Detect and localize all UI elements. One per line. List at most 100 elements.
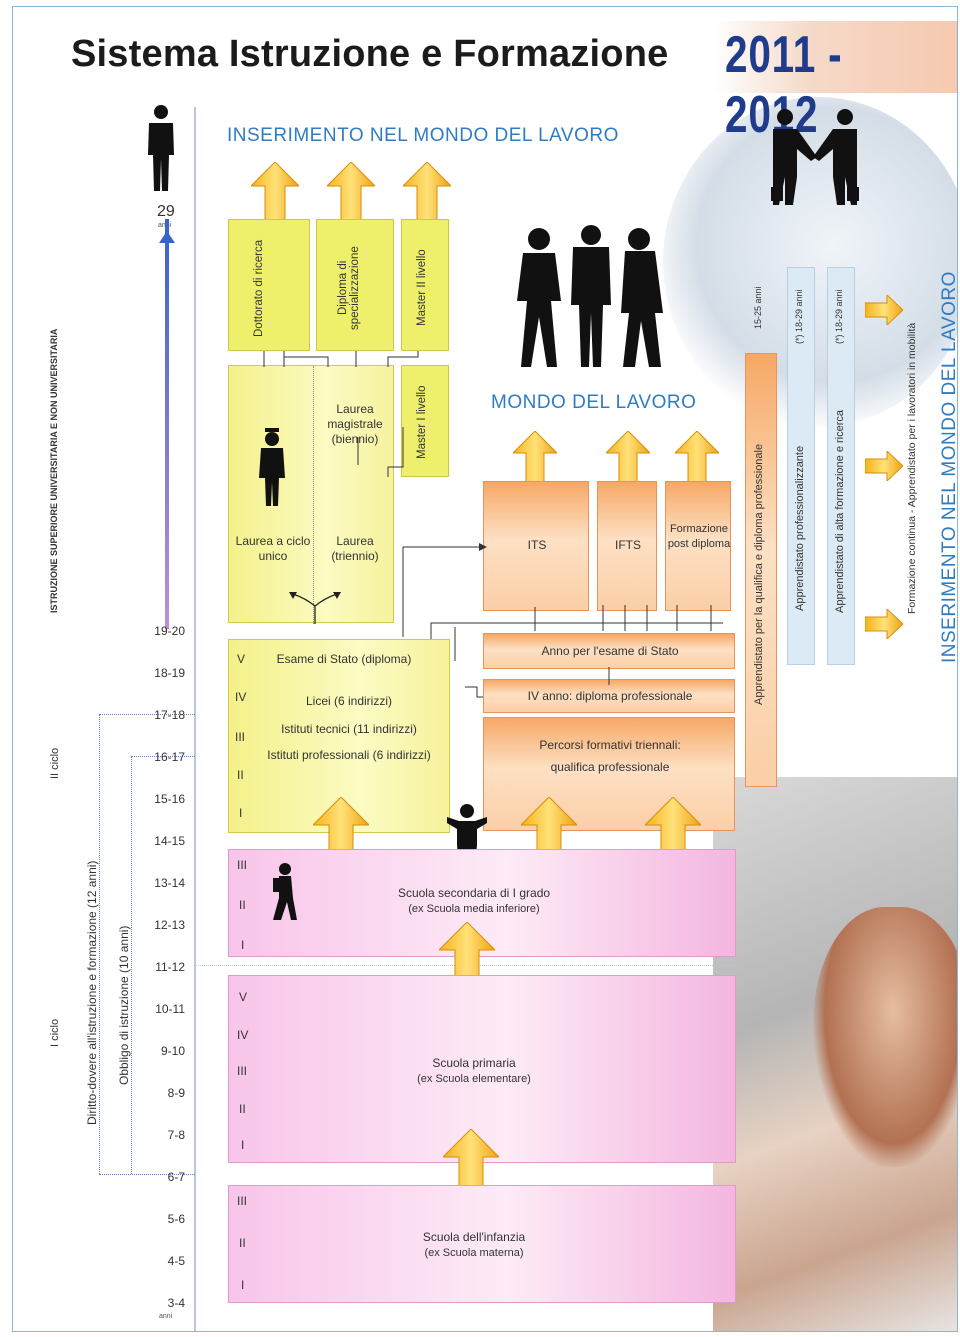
box-ifts: IFTS: [597, 481, 657, 611]
up-arrow-icon: [327, 162, 375, 220]
secondaria-1-title: Scuola secondaria di I grado: [397, 886, 551, 900]
grade-label: II: [239, 1102, 246, 1116]
age-line-17: [99, 714, 195, 715]
age-top: 29: [157, 203, 175, 220]
obligation-bracket: [131, 756, 132, 1174]
up-arrow-icon: [313, 797, 369, 873]
grade-label: III: [237, 1064, 248, 1078]
age-label: 8-9: [167, 1086, 185, 1100]
age-top-unit: anni: [158, 222, 171, 229]
apprendistato-alta-age: (*) 18-29 anni: [834, 289, 844, 345]
primaria-sub: (ex Scuola elementare): [417, 1073, 531, 1085]
handshake-icon: [771, 109, 859, 205]
band-apprendistato-prof: (*) 18-29 anni Apprendistato professiona…: [787, 267, 815, 665]
triennio-label: Laurea (triennio): [331, 534, 379, 563]
quarto-anno-label: IV anno: diploma professionale: [527, 689, 693, 703]
grade-label: I: [241, 1138, 245, 1152]
graduate-icon: [259, 428, 285, 506]
percorsi-label-1: Percorsi formativi triennali:: [539, 738, 681, 752]
header-band: [713, 21, 957, 93]
grade-label: IV: [235, 690, 247, 704]
grade-label: III: [237, 858, 248, 872]
band-apprendistato-alta: (*) 18-29 anni Apprendistato di alta for…: [827, 267, 855, 665]
professionali-label: Istituti professionali (6 indirizzi): [267, 748, 431, 762]
up-arrow-icon: [403, 162, 451, 220]
licei-label: Licei (6 indirizzi): [305, 694, 393, 708]
grade-label: I: [241, 938, 245, 952]
grade-label: I: [239, 806, 243, 820]
world-work-heading: MONDO DEL LAVORO: [491, 392, 697, 413]
age-label: 11-12: [155, 960, 185, 974]
grade-label: II: [239, 1236, 246, 1250]
age-label: 13-14: [154, 876, 185, 890]
grade-label: IV: [237, 1028, 249, 1042]
age-label: 14-15: [154, 834, 185, 848]
age-label: 5-6: [167, 1212, 185, 1226]
apprendistato-qualifica-age: 15-25 anni: [753, 286, 763, 330]
age-label: 12-13: [154, 918, 185, 932]
up-arrow-icon: [513, 431, 557, 483]
age-label: 9-10: [160, 1044, 185, 1058]
up-arrow-icon: [439, 922, 495, 992]
grade-label: V: [239, 990, 248, 1004]
university-connectors: [263, 351, 419, 477]
student-face: [813, 907, 957, 1167]
age-bottom-unit: anni: [159, 1313, 173, 1320]
diploma-spec-label: Diploma di specializzazione: [337, 246, 361, 330]
apprendistato-prof-label: Apprendistato professionalizzante: [794, 445, 806, 611]
diagram-frame: Sistema Istruzione e Formazione 2011 - 2…: [12, 6, 958, 1332]
post-diploma-label: Formazione post diploma: [667, 523, 731, 550]
age-line-16: [131, 756, 195, 757]
apprendistato-qualifica-label: Apprendistato per la qualifica e diploma…: [753, 443, 765, 705]
box-laurea: Laurea magistrale (biennio) Laurea a cic…: [228, 365, 394, 624]
divider-line: [194, 107, 196, 1331]
up-arrow-icon: [251, 162, 299, 220]
age-label: 6-7: [167, 1170, 185, 1184]
student-choice-icon: [447, 804, 487, 869]
up-arrow-icon: [606, 431, 650, 483]
age-label: 18-19: [154, 666, 185, 680]
up-arrow-icon: [443, 1129, 499, 1207]
age-label: 7-8: [167, 1128, 185, 1142]
master2-label: Master II livello: [416, 249, 428, 327]
box-post-diploma: Formazione post diploma: [665, 481, 731, 611]
box-dottorato: Dottorato di ricerca: [228, 219, 310, 351]
up-arrow-icon: [675, 431, 719, 483]
secondaria-1-sub: (ex Scuola media inferiore): [408, 903, 540, 915]
infanzia-sub: (ex Scuola materna): [424, 1247, 524, 1259]
dottorato-label: Dottorato di ricerca: [253, 239, 265, 337]
its-label: ITS: [527, 538, 547, 552]
age-label: 15-16: [154, 792, 185, 806]
tecnici-label: Istituti tecnici (11 indirizzi): [281, 722, 417, 736]
work-entry-heading: INSERIMENTO NEL MONDO DEL LAVORO: [227, 125, 619, 146]
esame-stato-label: Esame di Stato (diploma): [276, 652, 412, 666]
age-line-6: [99, 1174, 195, 1175]
right-arrow-icon: [865, 609, 903, 639]
page-title: Sistema Istruzione e Formazione: [71, 33, 669, 75]
band-apprendistato-qualifica: Apprendistato per la qualifica e diploma…: [745, 353, 777, 787]
formazione-continua-label: Formazione continua - Apprendistato per …: [906, 322, 918, 614]
box-its: ITS: [483, 481, 589, 611]
anno-esame-label: Anno per l'esame di Stato: [541, 644, 679, 658]
laurea-divider: [313, 366, 314, 624]
right-arrow-icon: [865, 295, 903, 325]
age-axis-arrow: [165, 219, 169, 629]
right-duty-label: Diritto-dovere all'istruzione e formazio…: [85, 860, 99, 1125]
box-diploma-spec: Diploma di specializzazione: [316, 219, 394, 351]
axis-arrowhead-icon: [159, 231, 175, 243]
duty-bracket: [99, 714, 100, 1174]
first-cycle-label: I ciclo: [49, 1018, 61, 1047]
infanzia-title: Scuola dell'infanzia: [422, 1230, 526, 1244]
second-cycle-label: II ciclo: [49, 747, 61, 779]
obligation-label: Obbligo di istruzione (10 anni): [117, 925, 131, 1085]
box-percorsi: Percorsi formativi triennali: qualifica …: [483, 717, 735, 831]
box-master2: Master II livello: [401, 219, 449, 351]
school-year: 2011 - 2012: [725, 26, 843, 144]
age-label: 19-20: [154, 624, 185, 638]
apprendistato-alta-label: Apprendistato di alta formazione e ricer…: [834, 410, 846, 614]
ciclo-unico-label: Laurea a ciclo unico: [235, 534, 311, 563]
grade-label: III: [235, 730, 246, 744]
workers-silhouette-icon: [517, 225, 663, 367]
child-walking-icon: [273, 863, 297, 920]
up-arrow-icon: [645, 797, 701, 873]
